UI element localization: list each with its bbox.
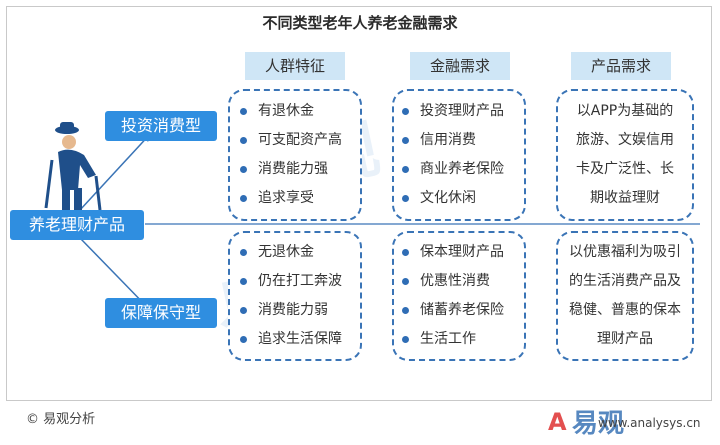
list-item: 无退休金 xyxy=(238,238,342,267)
traits-box-security xyxy=(228,231,362,361)
list-item: 生活工作 xyxy=(400,325,504,354)
text-line: 理财产品 xyxy=(597,331,653,347)
list-item: 仍在打工奔波 xyxy=(238,267,342,296)
logo-url: www.analysys.cn xyxy=(598,416,701,430)
text-line: 卡及广泛性、长 xyxy=(576,161,674,177)
needs-list-security: 保本理财产品 优惠性消费 储蓄养老保险 生活工作 xyxy=(400,238,504,354)
svg-text:易观: 易观 xyxy=(572,409,624,438)
header-traits: 人群特征 xyxy=(245,52,345,80)
list-item: 追求生活保障 xyxy=(238,325,342,354)
list-item: 储蓄养老保险 xyxy=(400,296,504,325)
type-tag-security: 保障保守型 xyxy=(105,298,217,328)
diagram-title: 不同类型老年人养老金融需求 xyxy=(262,14,458,32)
text-line: 旅游、文娱信用 xyxy=(576,132,674,148)
source-footer: © 易观分析 xyxy=(26,412,96,427)
list-item: 保本理财产品 xyxy=(400,238,504,267)
text-line: 以APP为基础的 xyxy=(576,103,674,119)
analysys-logo: A 易观 www.analysys.cn xyxy=(546,404,706,439)
text-line: 期收益理财 xyxy=(590,190,660,206)
list-item: 优惠性消费 xyxy=(400,267,504,296)
text-line: 稳健、普惠的保本 xyxy=(569,302,681,318)
needs-box-investment xyxy=(392,89,526,221)
needs-list-investment: 投资理财产品 信用消费 商业养老保险 文化休闲 xyxy=(400,97,504,213)
list-item: 追求享受 xyxy=(238,184,342,213)
traits-box-investment xyxy=(228,89,362,221)
traits-list-investment: 有退休金 可支配资产高 消费能力强 追求享受 xyxy=(238,97,342,213)
type-tag-investment: 投资消费型 xyxy=(105,111,217,141)
text-line: 以优惠福利为吸引 xyxy=(569,244,681,260)
list-item: 信用消费 xyxy=(400,126,504,155)
product-label-box: 养老理财产品 xyxy=(10,210,144,240)
list-item: 消费能力强 xyxy=(238,155,342,184)
needs-box-security xyxy=(392,231,526,361)
list-item: 文化休闲 xyxy=(400,184,504,213)
header-product-needs: 产品需求 xyxy=(571,52,671,80)
list-item: 有退休金 xyxy=(238,97,342,126)
logo-mark-icon: A 易观 xyxy=(548,408,624,439)
products-box-investment xyxy=(556,89,694,221)
list-item: 投资理财产品 xyxy=(400,97,504,126)
traits-list-security: 无退休金 仍在打工奔波 消费能力弱 追求生活保障 xyxy=(238,238,342,354)
list-item: 商业养老保险 xyxy=(400,155,504,184)
list-item: 可支配资产高 xyxy=(238,126,342,155)
header-financial-needs: 金融需求 xyxy=(410,52,510,80)
products-box-security xyxy=(556,231,694,361)
products-text-security: 以优惠福利为吸引 的生活消费产品及 稳健、普惠的保本 理财产品 xyxy=(556,238,694,354)
text-line: 的生活消费产品及 xyxy=(569,273,681,289)
products-text-investment: 以APP为基础的 旅游、文娱信用 卡及广泛性、长 期收益理财 xyxy=(556,97,694,213)
diagram-frame xyxy=(6,6,712,401)
list-item: 消费能力弱 xyxy=(238,296,342,325)
svg-text:A: A xyxy=(548,408,567,436)
